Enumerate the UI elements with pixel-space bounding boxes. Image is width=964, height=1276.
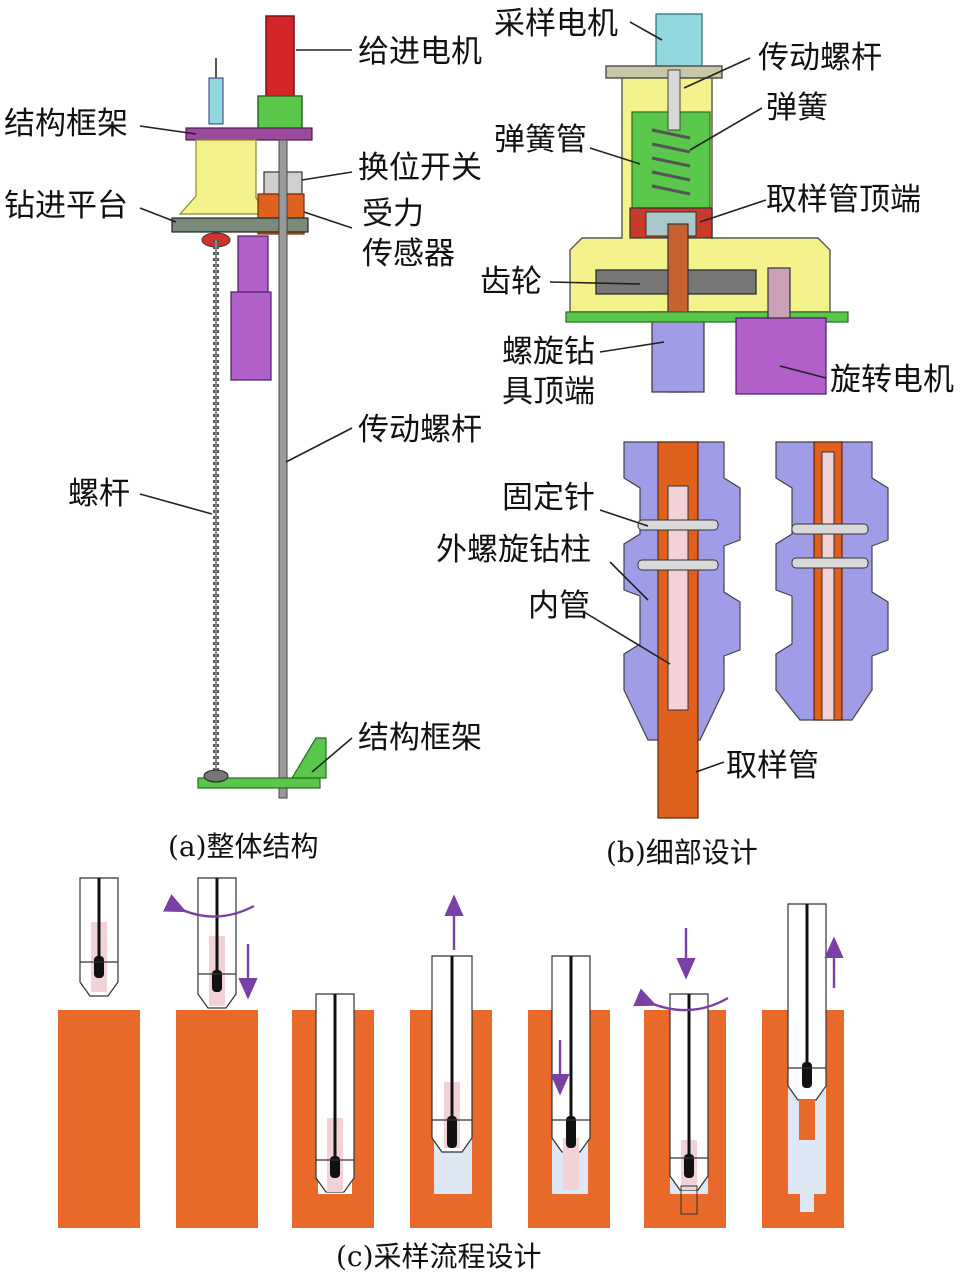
label-frame-top: 结构框架 [4,106,128,142]
panel-b-detail-design: 采样电机 传动螺杆 弹簧 弹簧管 取样管顶端 齿轮 螺旋钻 具顶端 旋转电机 固… [436,6,954,869]
tool-step-2 [163,877,258,1009]
label-platform: 钻进平台 [4,188,128,224]
drill-column-right [775,441,889,721]
tool-step-3 [315,993,355,1193]
label-pin: 固定针 [502,480,595,516]
caption-c: (c)采样流程设计 [336,1240,542,1273]
label-screw: 螺杆 [68,476,130,512]
tool-step-1 [79,877,119,997]
label-drive-screw-b: 传动螺杆 [758,40,882,76]
label-inner-tube: 内管 [528,588,590,624]
sampling-motor [655,13,703,71]
label-force-sensor-1: 受力 [362,196,424,232]
rotary-motor-b [735,317,827,395]
top-frame-plate [185,127,313,141]
tool-step-6 [633,928,729,1215]
label-drive-screw-a: 传动螺杆 [358,412,482,448]
label-outer-column: 外螺旋钻柱 [436,532,591,568]
bottom-frame [197,777,321,789]
label-switch: 换位开关 [358,150,482,186]
tool-step-7 [787,903,844,1212]
label-spring-tube: 弹簧管 [494,122,587,158]
label-feed-motor: 给进电机 [358,34,482,70]
drill-column-left [623,441,741,819]
label-tube-top: 取样管顶端 [766,182,921,218]
drilling-platform [171,217,309,233]
caption-b: (b)细部设计 [606,836,758,869]
label-force-sensor-2: 传感器 [362,236,455,272]
tool-step-4 [431,894,473,1153]
label-sampling-motor: 采样电机 [494,6,618,42]
panel-c-sampling-process: (c)采样流程设计 [58,877,844,1273]
small-cyan-motor [208,77,224,125]
label-bit-top-2: 具顶端 [502,374,595,410]
label-frame-bottom: 结构框架 [358,720,482,756]
caption-a: (a)整体结构 [168,830,319,863]
feed-motor [265,15,295,97]
tool-step-5 [550,955,591,1190]
label-sample-tube: 取样管 [726,748,819,784]
yellow-housing [178,139,270,215]
panel-a-overall-structure: 给进电机 结构框架 换位开关 钻进平台 受力 传感器 传动螺杆 螺杆 结构框架 … [4,15,482,863]
label-rotary-motor: 旋转电机 [830,362,954,398]
spring [651,128,691,196]
label-gear: 齿轮 [480,264,542,300]
label-spring: 弹簧 [766,90,828,126]
label-bit-top-1: 螺旋钻 [502,334,595,370]
rotary-motor-a [237,235,269,297]
drive-screw-rod [278,139,288,799]
